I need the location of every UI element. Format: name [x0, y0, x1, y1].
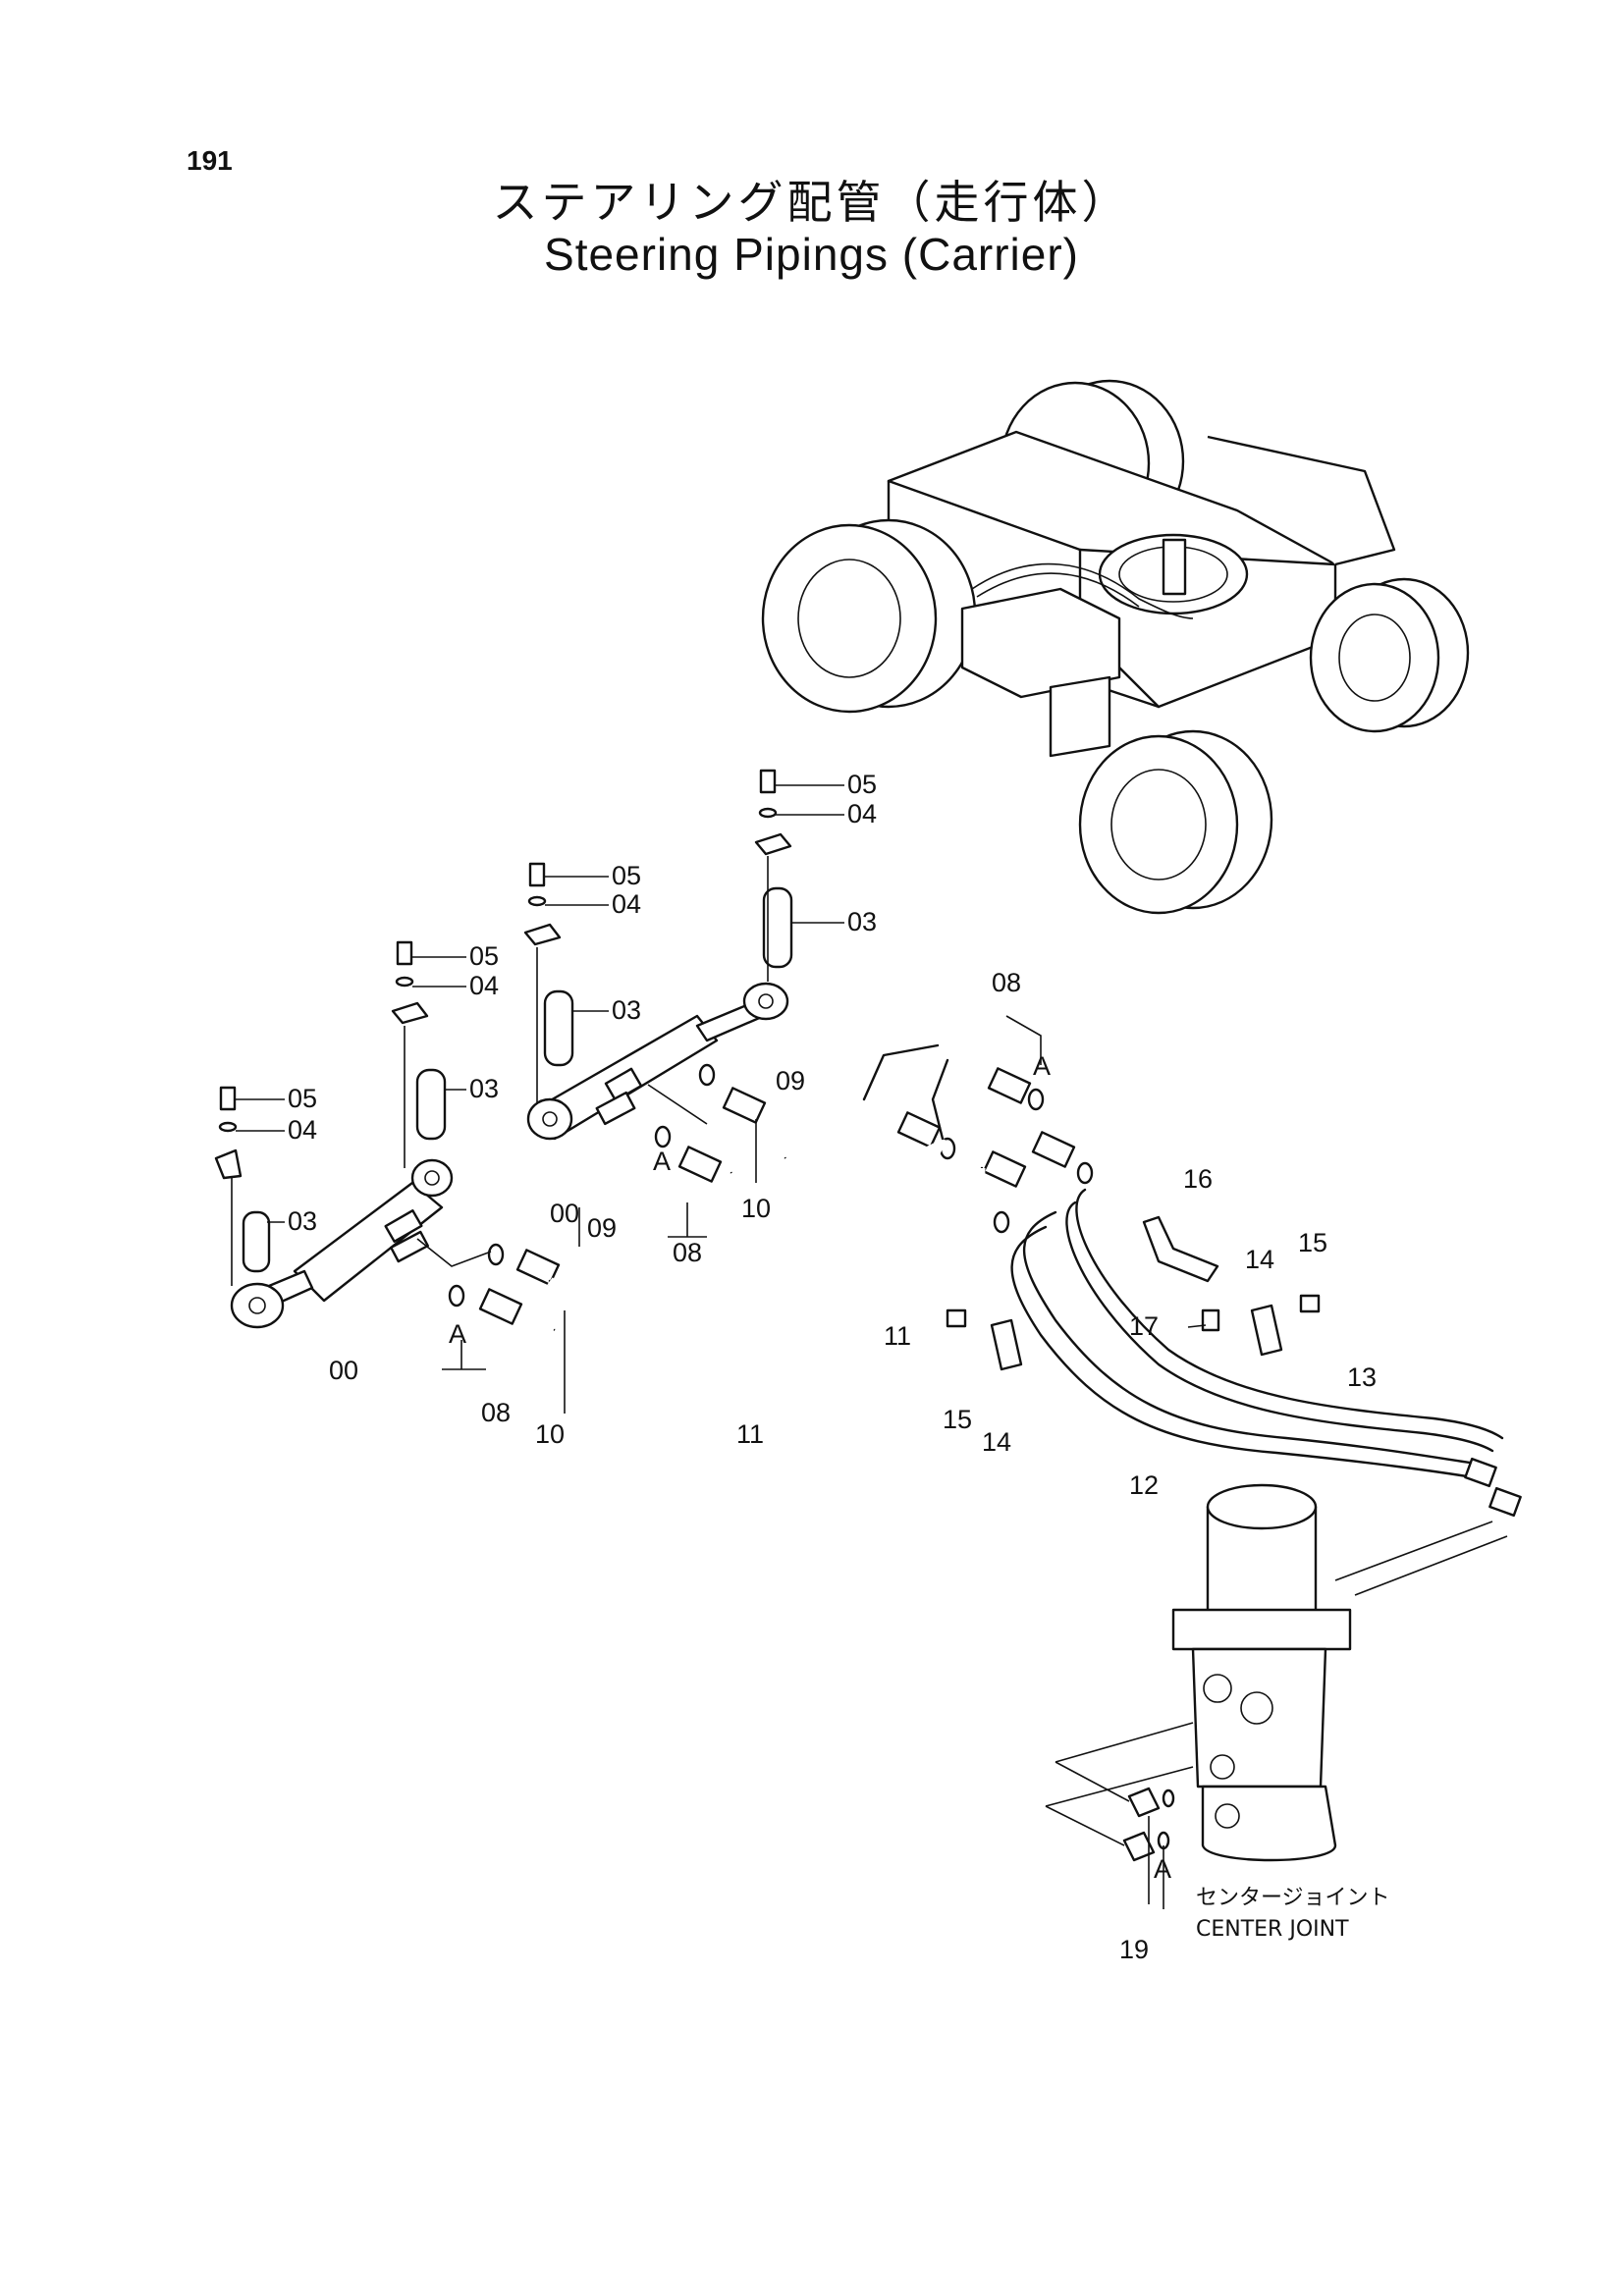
callout-a: A — [1154, 1854, 1171, 1884]
callout-09: 09 — [776, 1066, 805, 1095]
callout-00: 00 — [550, 1199, 579, 1228]
callout-14: 14 — [982, 1427, 1011, 1457]
center-joint-illustration — [1045, 1483, 1508, 1862]
callout-03: 03 — [612, 995, 641, 1025]
callout-03: 03 — [288, 1206, 317, 1236]
callout-a: A — [1033, 1051, 1051, 1081]
fittings — [416, 1063, 1094, 1325]
callout-14: 14 — [1245, 1245, 1274, 1274]
center-joint-label-jp: センタージョイント — [1196, 1886, 1390, 1910]
title-japanese: ステアリング配管（走行体） — [492, 176, 1131, 229]
callout-11: 11 — [884, 1321, 911, 1351]
leader-lines — [236, 784, 1207, 1909]
callout-03: 03 — [469, 1074, 499, 1103]
callout-16: 16 — [1183, 1164, 1213, 1194]
pipes-12-13 — [946, 1188, 1522, 1518]
callout-03: 03 — [847, 907, 877, 936]
callout-10: 10 — [741, 1194, 771, 1223]
callout-04: 04 — [288, 1115, 317, 1145]
center-joint-label-en: CENTER JOINT — [1196, 1917, 1349, 1942]
steering-cylinder-lower — [230, 1158, 454, 1329]
callout-08: 08 — [673, 1238, 702, 1267]
callout-11: 11 — [736, 1419, 764, 1449]
callout-00: 00 — [329, 1356, 358, 1385]
callout-05: 05 — [612, 861, 641, 890]
callout-19: 19 — [1119, 1935, 1149, 1964]
callout-10: 10 — [535, 1419, 565, 1449]
callout-04: 04 — [612, 889, 641, 919]
hoses — [547, 1043, 986, 1372]
carrier-overview-illustration — [761, 379, 1470, 915]
callout-13: 13 — [1347, 1362, 1377, 1392]
callout-05: 05 — [288, 1084, 317, 1113]
callout-05: 05 — [847, 770, 877, 799]
callout-15: 15 — [1298, 1228, 1327, 1257]
title-english: Steering Pipings (Carrier) — [544, 229, 1079, 280]
callout-04: 04 — [847, 799, 877, 828]
callout-08: 08 — [481, 1398, 511, 1427]
callout-15: 15 — [943, 1405, 972, 1434]
page-number: 191 — [187, 145, 233, 176]
steering-cylinder-upper — [526, 982, 789, 1141]
callout-a: A — [449, 1319, 466, 1349]
callout-04: 04 — [469, 971, 499, 1000]
callout-05: 05 — [469, 941, 499, 971]
callout-17: 17 — [1129, 1311, 1159, 1341]
pins-and-bolts — [214, 769, 793, 1286]
callout-08: 08 — [992, 968, 1021, 997]
callout-a: A — [653, 1147, 671, 1176]
callout-09: 09 — [587, 1213, 617, 1243]
callout-12: 12 — [1129, 1470, 1159, 1500]
